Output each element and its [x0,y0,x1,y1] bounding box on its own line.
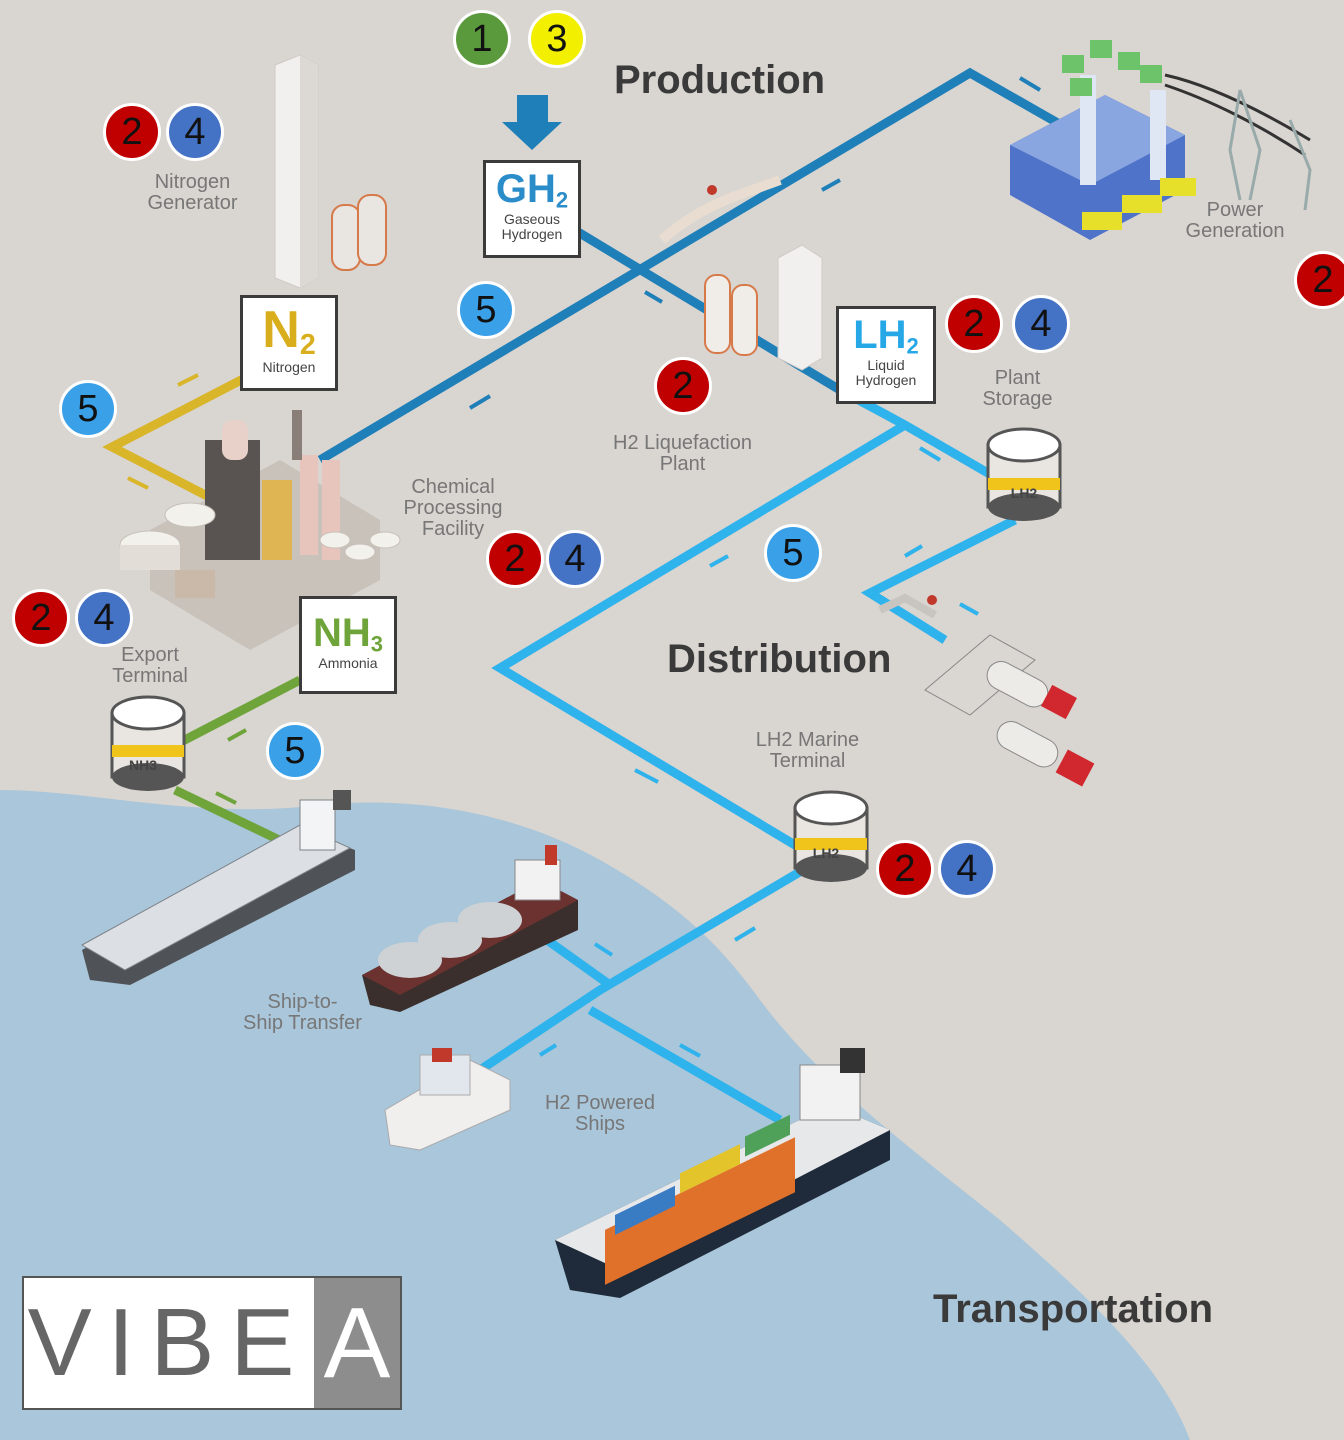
badge-2: 2 [12,589,70,647]
nh3-symbol: NH3 [312,611,384,657]
power-plant [1010,40,1312,240]
marine-terminal-tank-label: LH2 [813,845,840,861]
badge-4: 4 [75,589,133,647]
vibea-logo: VIBE A [22,1276,402,1410]
power-generation-label: Power Generation [1185,199,1285,242]
plant-storage-tank-label: LH2 [1011,485,1038,501]
green-flow-arrows [215,728,247,805]
yellow-flow-arrows [127,373,199,490]
tanker-trucks [924,634,1095,787]
gh2-chip: GH2 Gaseous Hydrogen [483,160,581,258]
lh2-pipeline [477,386,1018,1124]
badge-4: 4 [1012,295,1070,353]
badge-1: 1 [453,10,511,68]
plant-storage-label: Plant Storage [982,367,1053,410]
ferry-ship [384,1048,511,1151]
production-input-arrow [502,95,562,150]
transportation-title: Transportation [933,1287,1214,1331]
ship-to-ship-transfer-label: Ship-to- Ship Transfer [243,991,362,1034]
badge-4: 4 [166,103,224,161]
container-ship [555,1048,890,1298]
badge-4: 4 [546,530,604,588]
badge-2: 2 [1294,251,1344,309]
gh2-symbol: GH2 [495,167,569,213]
badge-2: 2 [486,530,544,588]
badge-5: 5 [457,281,515,339]
liquefaction-plant [658,175,823,371]
ammonia-tanker-ship [80,790,355,985]
badge-4: 4 [938,840,996,898]
badge-2: 2 [654,357,712,415]
plant-storage-tank: LH2 [986,427,1062,521]
export-terminal-label: Export Terminal [112,644,188,687]
export-terminal-tank-label: NH3 [129,757,157,773]
n2-symbol: N2 [262,301,316,362]
lh2-symbol: LH2 [853,313,919,359]
badge-5: 5 [59,380,117,438]
lh2-carrier-ship [362,845,578,1012]
n2-chip: N2 Nitrogen [240,295,338,391]
lh2-name: Liquid Hydrogen [855,356,917,388]
gh2-pipeline [317,67,1073,464]
h2-powered-ships-label: H2 Powered Ships [544,1092,656,1135]
loading-rack [878,593,937,619]
badge-2: 2 [945,295,1003,353]
logo-text-right: A [314,1278,400,1408]
gh2-name: Gaseous Hydrogen [501,210,563,242]
chemical-processing-facility-label: Chemical Processing Facility [403,476,503,540]
n2-name: Nitrogen [262,358,316,375]
export-terminal-tank: NH3 [110,695,186,791]
badge-3: 3 [528,10,586,68]
lh2-marine-terminal-label: LH2 Marine Terminal [755,729,860,772]
nh3-name: Ammonia [318,654,378,671]
valve-icon [927,595,937,605]
badge-5: 5 [266,722,324,780]
logo-text-left: VIBE [27,1289,311,1396]
lh2-flow-arrows [538,446,979,1058]
flow-arrows [468,76,1042,410]
badge-2: 2 [103,103,161,161]
distribution-title: Distribution [667,637,892,681]
nitrogen-generator [274,54,387,289]
lh2-chip: LH2 Liquid Hydrogen [836,306,936,404]
nh3-chip: NH3 Ammonia [299,596,397,694]
h2-liquefaction-plant-label: H2 Liquefaction Plant [613,432,752,475]
n2-pipeline [102,374,248,505]
production-title: Production [614,58,826,102]
marine-terminal-tank: LH2 [793,790,869,882]
badge-2: 2 [876,840,934,898]
badge-5: 5 [764,524,822,582]
nitrogen-generator-label: Nitrogen Generator [147,171,238,214]
